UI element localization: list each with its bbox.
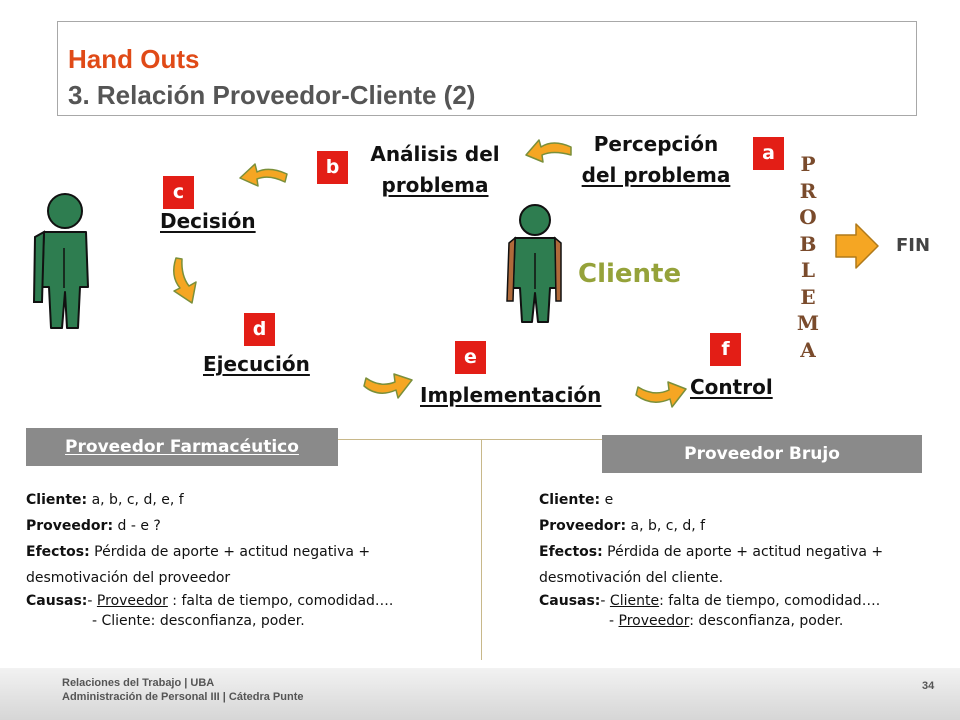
causas-second-row: - Proveedor: desconfianza, poder. <box>609 613 844 629</box>
step-analysis-line2: problema <box>381 173 489 197</box>
right-arrow-icon <box>835 223 879 269</box>
proveedor-brujo-details: Cliente: e Proveedor: a, b, c, d, f Efec… <box>539 487 954 631</box>
proveedor-brujo-header: Proveedor Brujo <box>602 435 922 473</box>
efectos-continuation: desmotivación del proveedor <box>26 570 231 586</box>
badge-c: c <box>163 176 194 209</box>
problema-letter: M <box>796 311 820 335</box>
curved-arrow-icon <box>635 381 687 408</box>
provider-person-icon <box>32 193 89 329</box>
slide-title: Hand Outs <box>68 44 200 74</box>
step-implementation: Implementación <box>420 383 602 407</box>
page-number: 34 <box>922 680 935 692</box>
curved-arrow-icon <box>363 373 413 399</box>
footer-line1: Relaciones del Trabajo | UBA <box>62 677 215 689</box>
proveedor-farmaceutico-header: Proveedor Farmacéutico <box>26 428 338 466</box>
causas-second-row: - Cliente: desconfianza, poder. <box>92 613 305 629</box>
step-perception-line1: Percepción <box>593 132 719 156</box>
step-analysis-line1: Análisis del <box>370 142 500 166</box>
divider-vertical <box>481 439 482 660</box>
client-person-icon <box>506 204 562 323</box>
efectos-continuation: desmotivación del cliente. <box>539 570 724 586</box>
slide-subtitle: 3. Relación Proveedor-Cliente (2) <box>68 80 476 110</box>
proveedor-row: Proveedor: a, b, c, d, f <box>539 518 706 534</box>
badge-b: b <box>317 151 348 184</box>
causas-row: Causas:- Proveedor : falta de tiempo, co… <box>26 593 394 609</box>
step-analysis: Análisis del problema <box>361 139 509 201</box>
causas-row: Causas:- Cliente: falta de tiempo, comod… <box>539 593 881 609</box>
proveedor-row: Proveedor: d - e ? <box>26 518 161 534</box>
problema-letter: B <box>799 231 817 256</box>
footer-line2: Administración de Personal III | Cátedra… <box>62 691 304 703</box>
problema-vertical-text: P R O B L E M A <box>793 151 823 363</box>
problema-letter: L <box>800 258 816 282</box>
curved-arrow-icon <box>239 163 288 187</box>
badge-f: f <box>710 333 741 366</box>
problema-letter: P <box>800 152 816 176</box>
efectos-row: Efectos: Pérdida de aporte + actitud neg… <box>539 544 884 560</box>
footer-band <box>0 668 960 720</box>
cliente-row: Cliente: e <box>539 492 614 508</box>
badge-e: e <box>455 341 486 374</box>
title-frame <box>57 21 917 116</box>
step-perception-line2: del problema <box>581 163 731 187</box>
cliente-row: Cliente: a, b, c, d, e, f <box>26 492 184 508</box>
problema-letter: A <box>800 337 816 362</box>
divider-horizontal <box>338 439 602 440</box>
step-decision: Decisión <box>160 209 256 233</box>
fin-label: FIN <box>896 235 931 256</box>
problema-letter: R <box>799 178 817 203</box>
proveedor-farmaceutico-details: Cliente: a, b, c, d, e, f Proveedor: d -… <box>26 487 476 631</box>
problema-letter: E <box>800 284 816 309</box>
cliente-label: Cliente <box>578 259 682 289</box>
step-control: Control <box>690 375 773 399</box>
badge-d: d <box>244 313 275 346</box>
curved-arrow-icon <box>525 139 572 163</box>
step-perception: Percepción del problema <box>572 129 740 191</box>
curved-arrow-icon <box>173 257 197 304</box>
proveedor-farmaceutico-title: Proveedor Farmacéutico <box>65 437 299 457</box>
efectos-row: Efectos: Pérdida de aporte + actitud neg… <box>26 544 371 560</box>
step-execution: Ejecución <box>203 352 310 376</box>
problema-letter: O <box>799 205 817 229</box>
badge-a: a <box>753 137 784 170</box>
